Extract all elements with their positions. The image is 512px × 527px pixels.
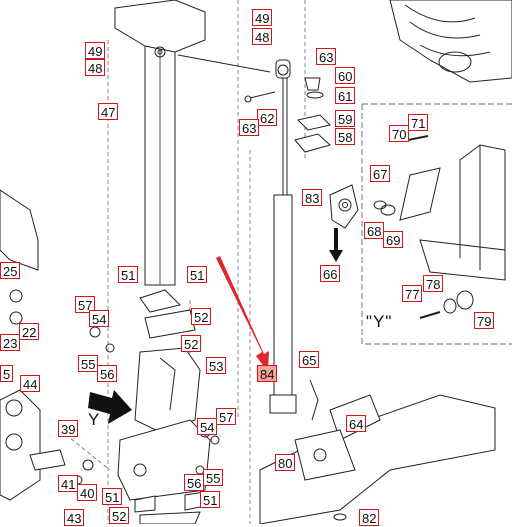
- callout-60: 60: [335, 67, 356, 84]
- callout-65: 65: [299, 351, 320, 368]
- callout-67: 67: [370, 165, 391, 182]
- callout-63a: 63: [316, 48, 337, 65]
- callout-82: 82: [359, 509, 380, 526]
- y-view-frame: [361, 103, 512, 345]
- callout-61: 61: [335, 87, 356, 104]
- callout-66: 66: [320, 265, 341, 282]
- callout-5: 5: [0, 365, 14, 382]
- callout-78: 78: [423, 275, 444, 292]
- pin-and-washer-parts: [244, 77, 332, 153]
- callout-84: 84: [257, 365, 278, 382]
- callout-44: 44: [20, 375, 41, 392]
- callout-25: 25: [0, 262, 21, 279]
- y-view-bracket: [373, 135, 506, 319]
- callout-48a: 48: [252, 28, 273, 45]
- cylinder-assembly: [177, 54, 297, 414]
- callout-47: 47: [98, 103, 119, 120]
- bracket-83: [329, 184, 359, 229]
- callout-52a: 52: [191, 308, 212, 325]
- callout-41: 41: [58, 475, 79, 492]
- callout-51c: 51: [102, 488, 123, 505]
- callout-22: 22: [19, 323, 40, 340]
- callout-70: 70: [389, 125, 410, 142]
- arrow-pointer-icon: [216, 256, 269, 372]
- callout-80: 80: [275, 454, 296, 471]
- callout-49a: 49: [252, 9, 273, 26]
- callout-55b: 55: [203, 469, 224, 486]
- callout-63b: 63: [239, 119, 260, 136]
- callout-53: 53: [206, 357, 227, 374]
- callout-77: 77: [402, 285, 423, 302]
- callout-56b: 56: [184, 474, 205, 491]
- callout-51a: 51: [118, 266, 139, 283]
- callout-54a: 54: [89, 310, 110, 327]
- direction-letter: Y: [88, 410, 100, 429]
- callout-52b: 52: [181, 335, 202, 352]
- direction-arrow-icon: [88, 390, 132, 424]
- top-right-machine-block: [389, 0, 512, 83]
- flow-arrow-icon: [329, 228, 343, 262]
- callout-55a: 55: [78, 355, 99, 372]
- callout-54b: 54: [197, 418, 218, 435]
- callout-62: 62: [257, 109, 278, 126]
- base-plate: [259, 379, 496, 524]
- callout-79: 79: [474, 312, 495, 329]
- left-side-frame: [0, 189, 66, 501]
- callout-51d: 51: [200, 491, 221, 508]
- callout-69: 69: [383, 231, 404, 248]
- callout-48b: 48: [85, 59, 106, 76]
- main-column: [114, 0, 206, 286]
- callout-51b: 51: [187, 266, 208, 283]
- callout-40: 40: [77, 484, 98, 501]
- callout-59: 59: [335, 110, 356, 127]
- callout-49b: 49: [85, 42, 106, 59]
- y-view-label: "Y": [366, 312, 393, 331]
- callout-23: 23: [0, 334, 21, 351]
- callout-43: 43: [64, 509, 85, 526]
- callout-68: 68: [364, 222, 385, 239]
- callout-57b: 57: [216, 408, 237, 425]
- callout-39: 39: [58, 420, 79, 437]
- callout-83: 83: [302, 189, 323, 206]
- callout-71: 71: [408, 114, 429, 131]
- callout-57a: 57: [75, 296, 96, 313]
- callout-52c: 52: [109, 507, 130, 524]
- callout-64: 64: [346, 415, 367, 432]
- callout-58: 58: [335, 128, 356, 145]
- callout-56a: 56: [97, 365, 118, 382]
